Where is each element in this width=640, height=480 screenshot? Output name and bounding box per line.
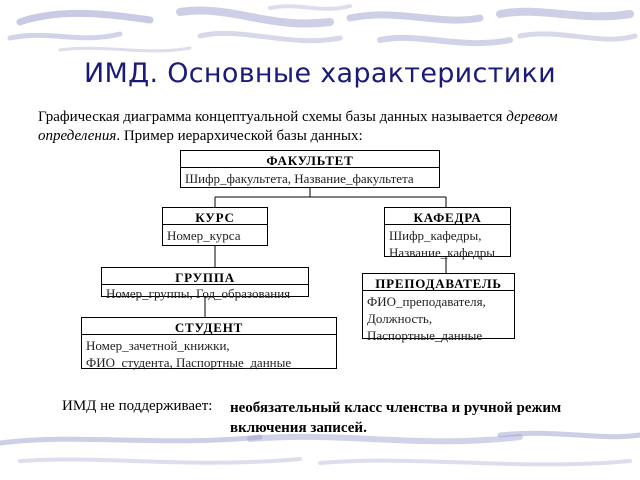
entity-field: Номер_группы, Год_образования [106,286,291,301]
entity-field: Номер_зачетной_книжки, [86,338,230,353]
entity-course-fields: Номер_курса [163,225,267,244]
entity-field: Шифр_кафедры, [389,228,482,243]
entity-student-fields: Номер_зачетной_книжки, ФИО_студента, Пас… [82,335,336,371]
entity-department: КАФЕДРА Шифр_кафедры, Название_кафедры [384,207,511,260]
entity-student-name: СТУДЕНТ [82,318,336,335]
entity-group: ГРУППА Номер_группы, Год_образования [101,267,309,301]
intro-text: Графическая диаграмма концептуальной схе… [38,108,608,146]
entity-field: Должность, [367,311,433,326]
entity-faculty-name: ФАКУЛЬТЕТ [181,151,439,168]
decorative-brush-strokes-top [7,4,638,53]
entity-faculty: ФАКУЛЬТЕТ Шифр_факультета, Название_факу… [180,150,440,188]
intro-emphasis: деревом определения [38,109,558,144]
note-text: необязательный класс членства и ручной р… [230,400,562,436]
entity-teacher-name: ПРЕПОДАВАТЕЛЬ [363,274,514,291]
entity-field: ФИО_студента, Паспортные_данные [86,355,292,370]
entity-field: ФИО_преподавателя, [367,294,486,309]
entity-course-name: КУРС [163,208,267,225]
note-label: ИМД не поддерживает: [62,398,213,414]
entity-faculty-fields: Шифр_факультета, Название_факультета [181,168,439,187]
entity-field: Название_кафедры [389,245,495,260]
entity-teacher: ПРЕПОДАВАТЕЛЬ ФИО_преподавателя, Должнос… [362,273,515,343]
intro-part1: Графическая диаграмма концептуальной схе… [38,109,507,125]
entity-student: СТУДЕНТ Номер_зачетной_книжки, ФИО_студе… [81,317,337,371]
entity-field: Шифр_факультета, Название_факультета [185,171,414,186]
entity-department-fields: Шифр_кафедры, Название_кафедры [385,225,510,261]
entity-department-name: КАФЕДРА [385,208,510,225]
entity-group-name: ГРУППА [102,268,308,285]
entity-course: КУРС Номер_курса [162,207,268,246]
decorative-brush-strokes-bottom [0,430,640,467]
intro-part2: . Пример иерархической базы данных: [116,128,363,144]
entity-group-fields: Номер_группы, Год_образования [102,285,308,302]
entity-teacher-fields: ФИО_преподавателя, Должность, Паспортные… [363,291,514,344]
entity-field: Номер_курса [167,228,241,243]
slide-title: ИМД. Основные характеристики [83,58,556,89]
entity-field: Паспортные_данные [367,328,483,343]
